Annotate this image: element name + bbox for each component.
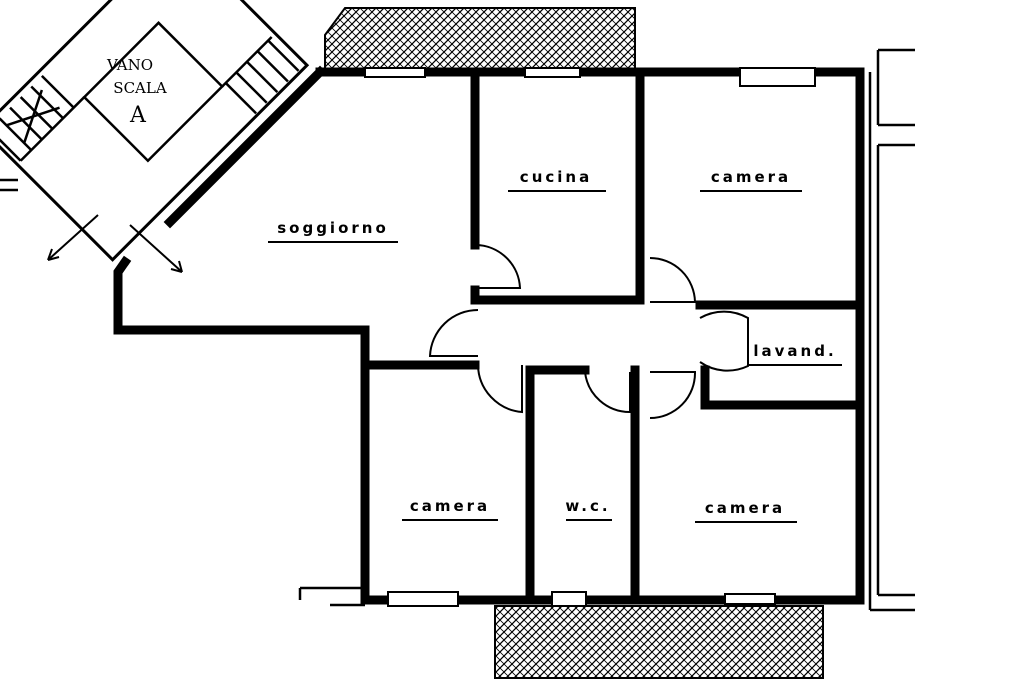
stair-label-line2: SCALA	[113, 79, 167, 97]
balcony-top	[324, 7, 636, 71]
staircase	[0, 0, 310, 262]
walls	[113, 65, 865, 605]
windows	[364, 67, 816, 607]
door-swings	[428, 244, 749, 419]
label-wc: w.c.	[565, 497, 610, 515]
label-camera-bottom-right: camera	[705, 499, 785, 517]
label-camera-top: camera	[711, 168, 791, 186]
label-cucina: cucina	[520, 168, 592, 186]
entry-arrows	[47, 214, 183, 273]
balcony-bottom	[494, 605, 824, 679]
stair-label-line3: A	[129, 103, 147, 128]
label-lavand: lavand.	[753, 342, 836, 360]
room-labels: soggiorno cucina camera lavand. camera w…	[268, 168, 842, 523]
exterior-lines	[0, 48, 915, 612]
stair-label-line1: VANO	[106, 56, 153, 74]
label-camera-bottom-left: camera	[410, 497, 490, 515]
label-soggiorno: soggiorno	[277, 219, 389, 237]
